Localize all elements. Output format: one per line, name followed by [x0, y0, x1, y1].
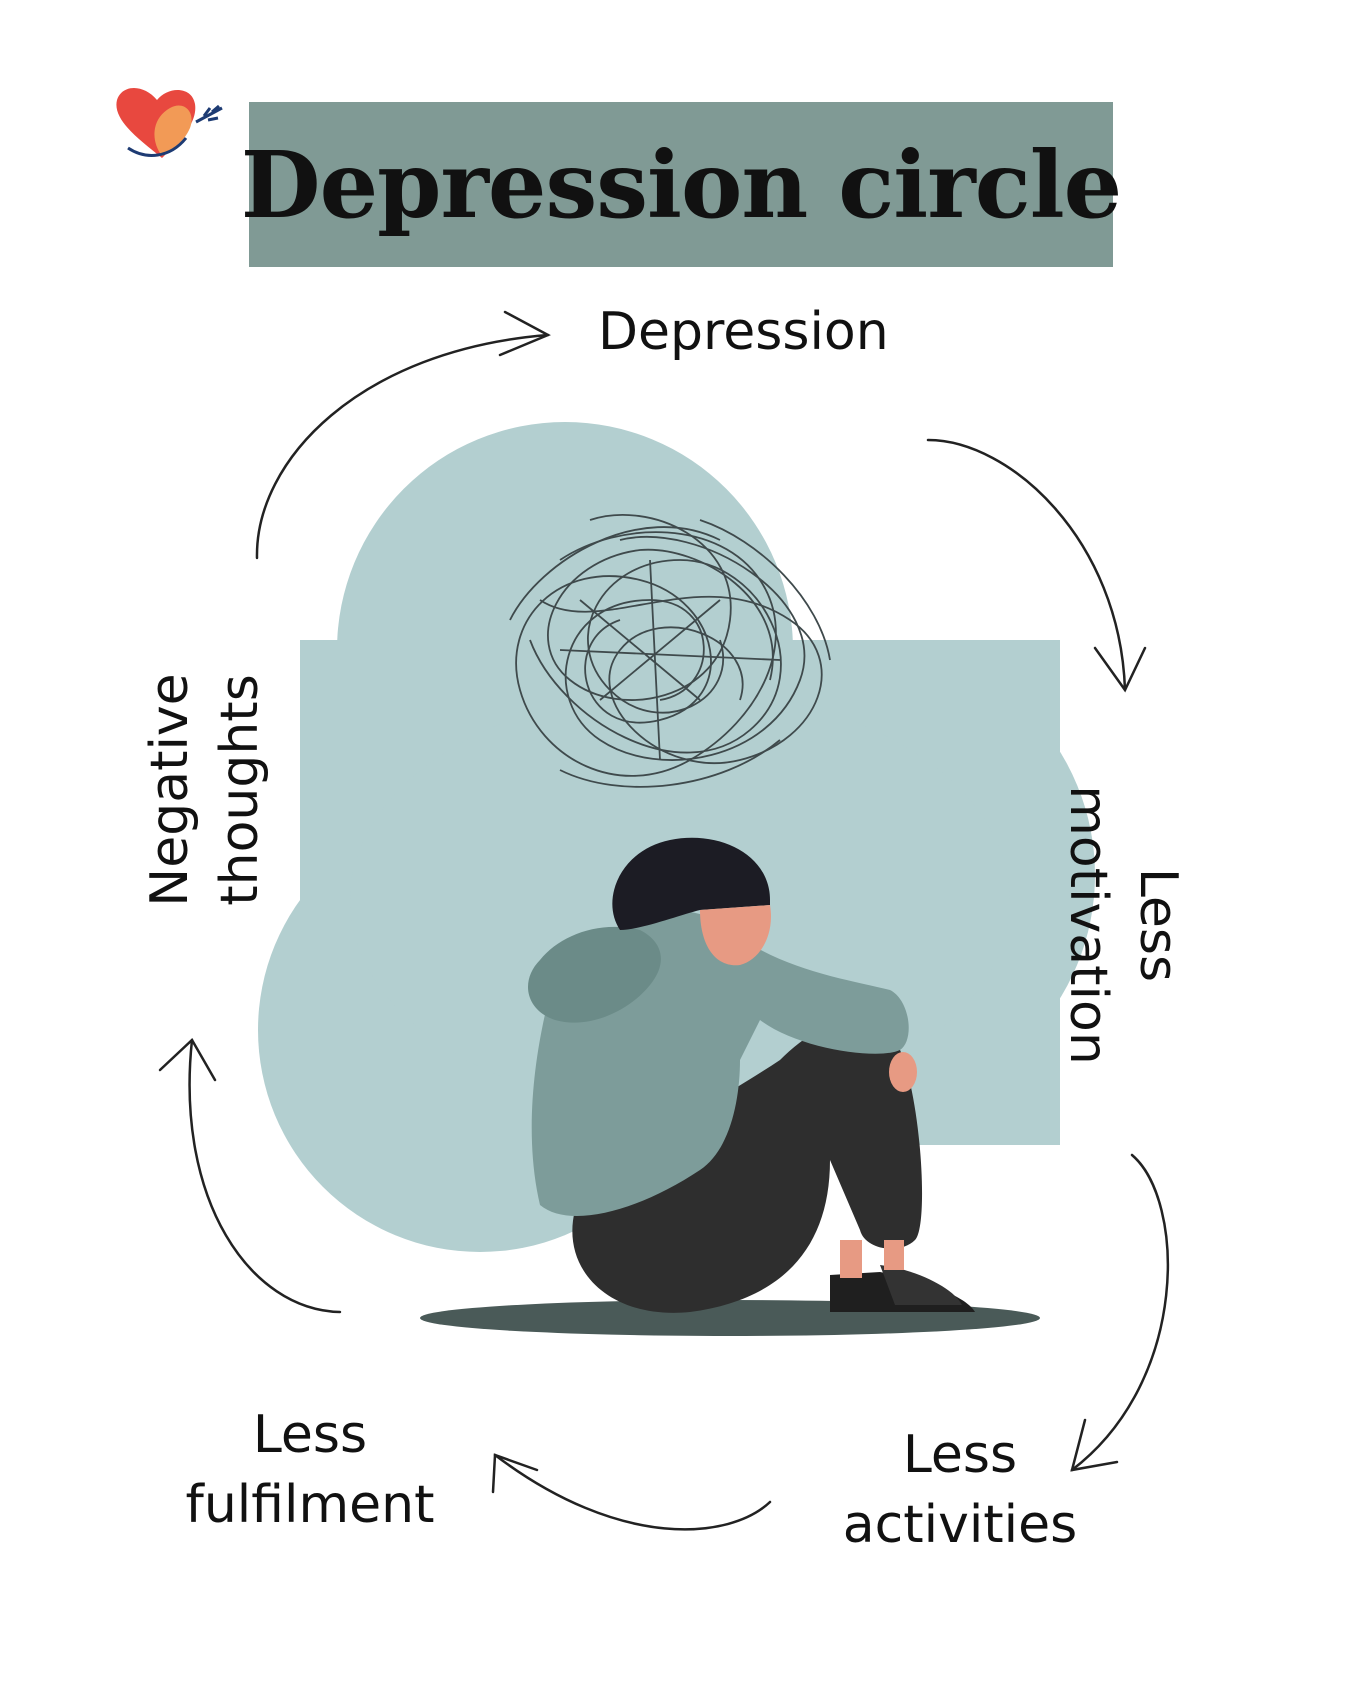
cycle-label-less-motivation: Less motivation [1048, 760, 1198, 1090]
heart-leaf-logo-icon [116, 88, 223, 158]
cycle-label-depression: Depression [598, 302, 889, 362]
arrow-to-negative-thoughts [158, 1038, 342, 1314]
arrow-to-less-activities [1070, 1153, 1170, 1472]
cycle-arrows [158, 310, 1170, 1531]
cycle-label-less-fulfilment-line-1: Less [252, 1405, 368, 1465]
cycle-label-less-activities-line-2: activities [842, 1495, 1078, 1556]
cycle-label-less-activities: Less activities [800, 1420, 1120, 1560]
title-banner: Depression circle [241, 102, 1122, 267]
cycle-label-negative-thoughts: Negative thoughts [132, 655, 277, 925]
cycle-label-less-motivation-line-2: motivation [1058, 785, 1118, 1065]
arrow-to-less-motivation [926, 438, 1147, 693]
cycle-label-less-motivation-line-1: Less [1128, 867, 1189, 983]
cycle-label-negative-thoughts-line-2: thoughts [209, 674, 270, 906]
tangled-scribble-icon [509, 514, 831, 788]
cycle-label-less-activities-line-1: Less [902, 1425, 1018, 1485]
sad-sitting-person-icon [528, 837, 975, 1313]
cycle-label-negative-thoughts-line-1: Negative [139, 673, 200, 907]
arrow-to-less-fulfilment [491, 1453, 772, 1531]
cycle-label-less-fulfilment: Less fulfilment [160, 1400, 460, 1540]
cycle-label-less-fulfilment-line-2: fulfilment [185, 1475, 435, 1536]
arrow-to-depression [255, 310, 551, 560]
page-title: Depression circle [240, 130, 1122, 239]
